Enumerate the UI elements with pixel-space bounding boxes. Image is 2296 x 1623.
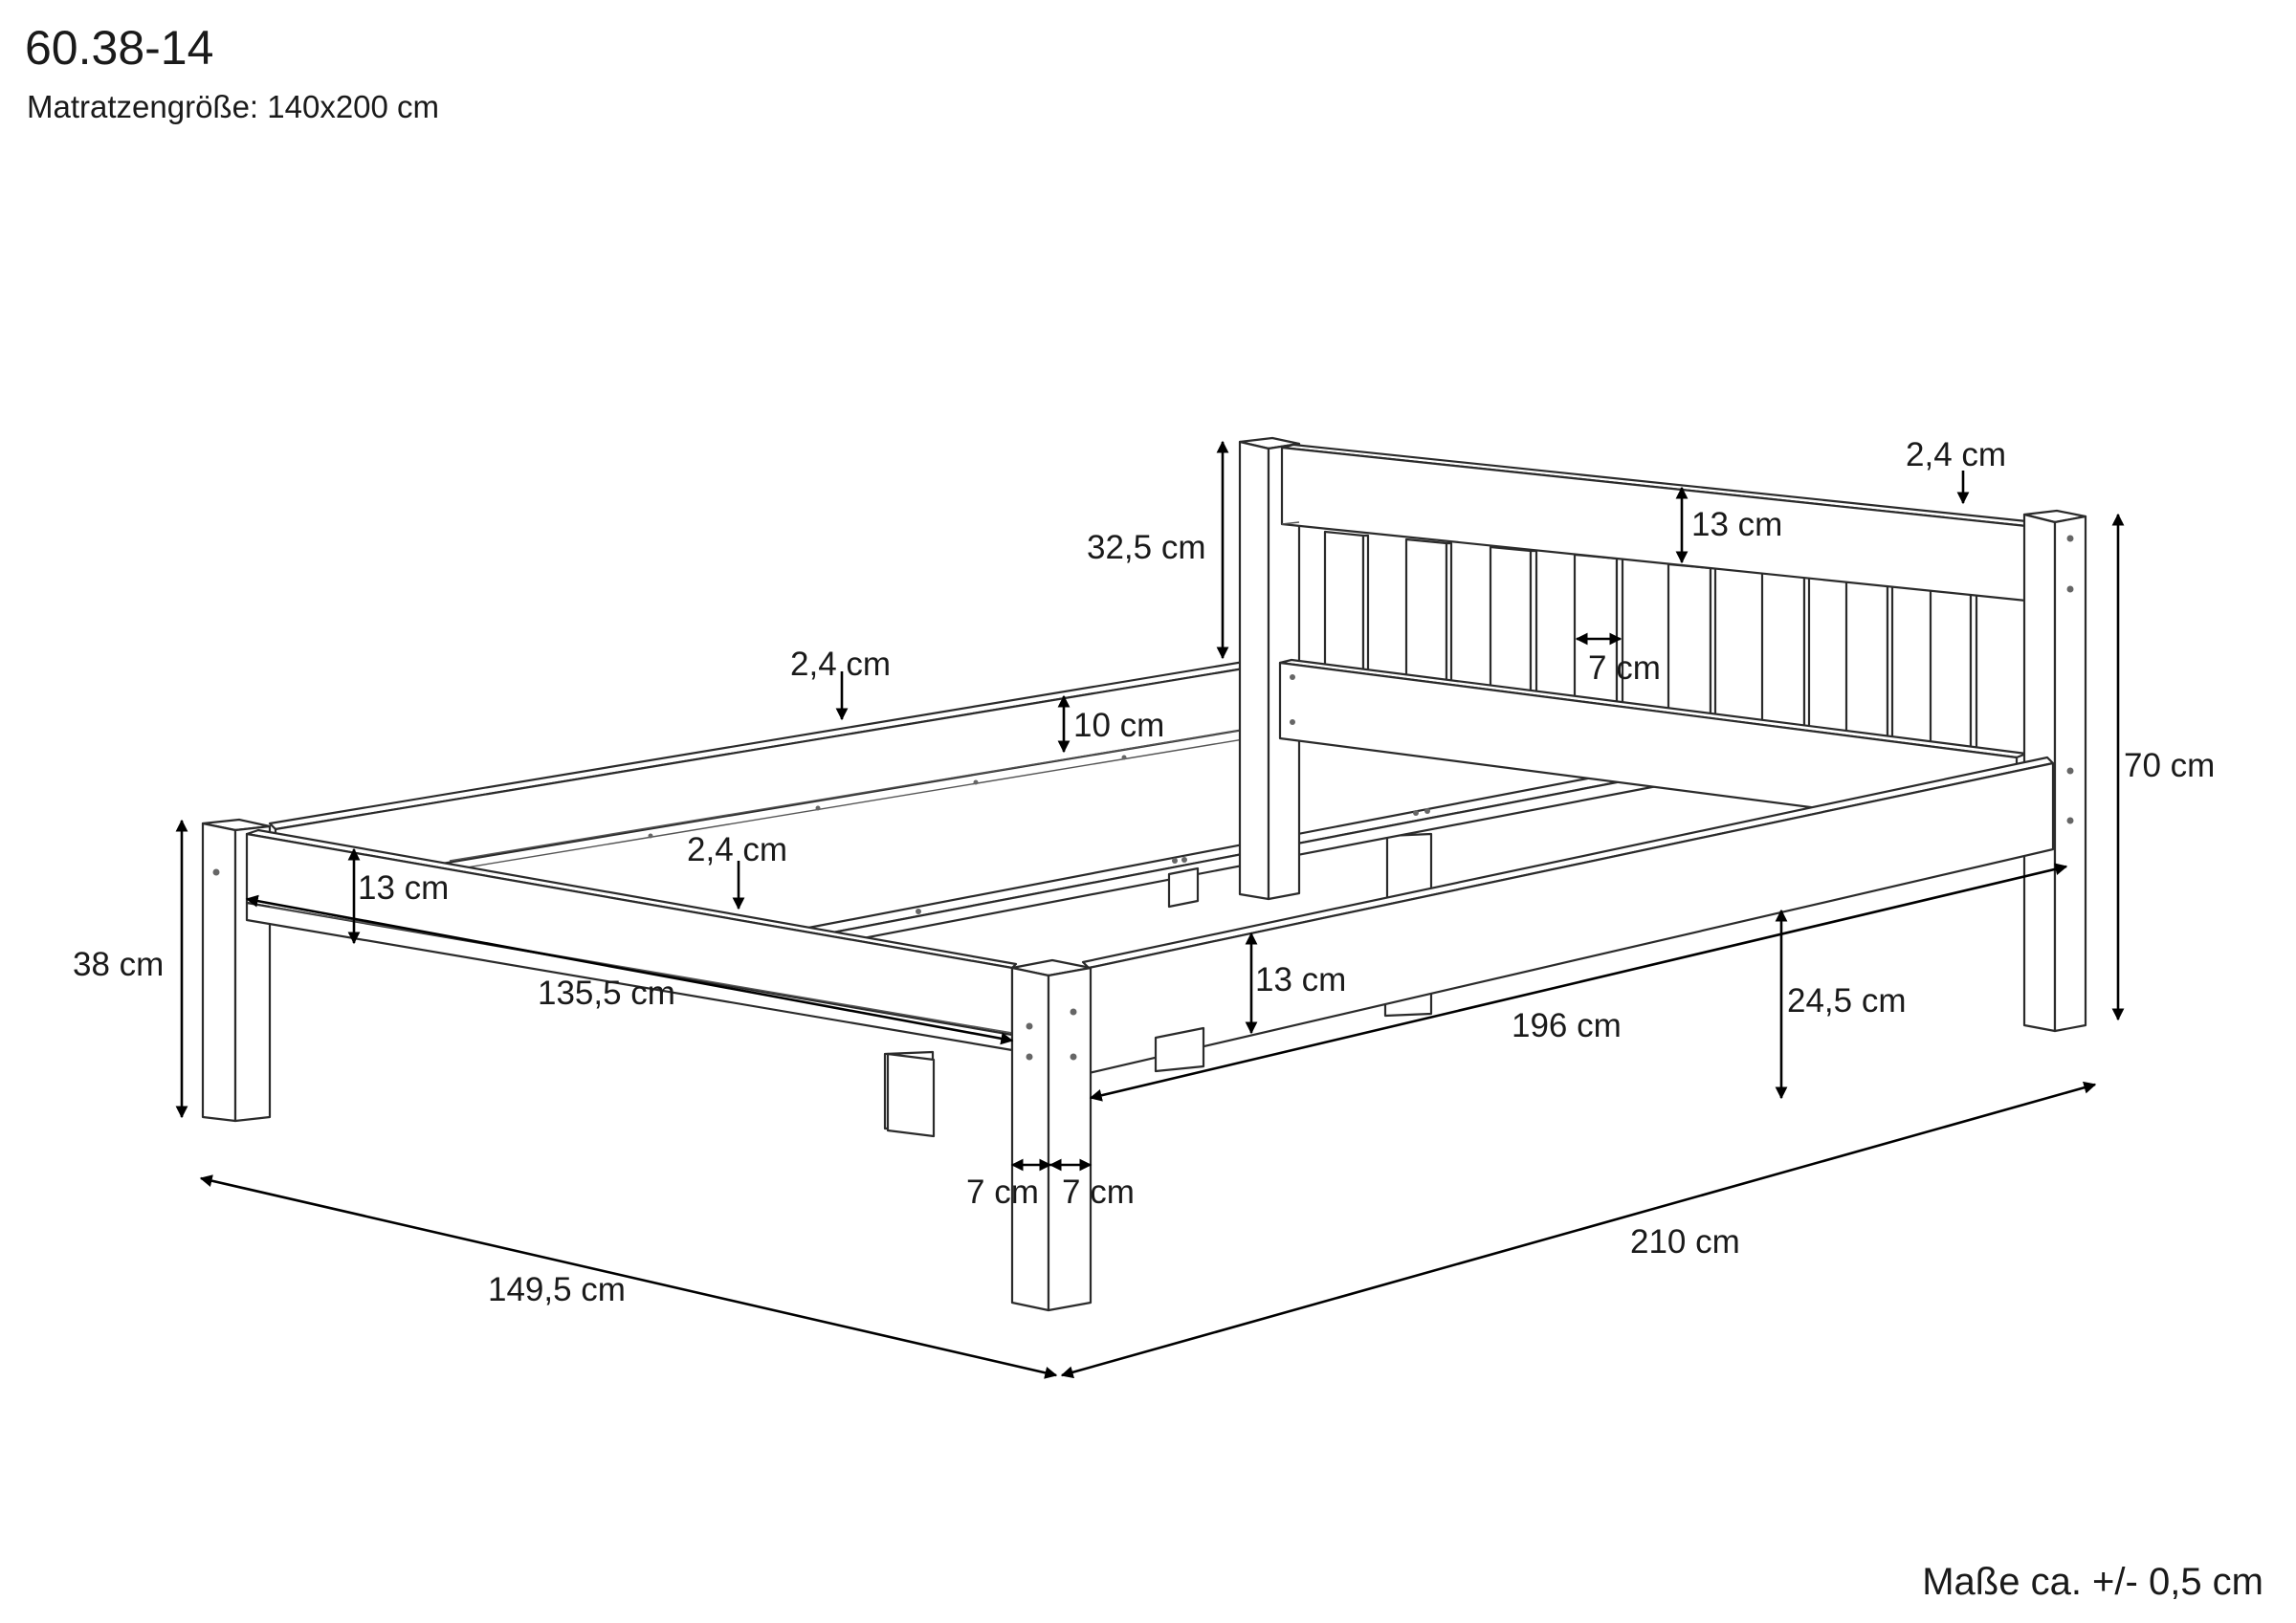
bed-frame xyxy=(201,436,2087,1312)
under-bed-height-label: 24,5 cm xyxy=(1787,982,1907,1020)
center-beam-thickness-label: 2,4 cm xyxy=(687,831,787,868)
foot-height-label: 38 cm xyxy=(73,946,164,983)
total-height-label: 70 cm xyxy=(2124,747,2215,784)
dimension-labels: 32,5 cm 2,4 cm 13 cm 7 cm 70 cm 2,4 cm 1… xyxy=(73,436,2215,1308)
front-corner-post xyxy=(1010,958,1093,1312)
leg-depth-label: 7 cm xyxy=(966,1173,1039,1211)
footboard xyxy=(245,828,1018,1052)
slat-width-label: 7 cm xyxy=(1588,649,1661,687)
dimension-lines xyxy=(175,440,2125,1379)
drawing-title: 60.38-14 xyxy=(25,21,214,75)
mattress-size-label: Matratzengröße: 140x200 cm xyxy=(27,89,440,124)
side-rail-thickness-label: 2,4 cm xyxy=(790,646,891,683)
headboard-board-height-label: 13 cm xyxy=(1691,506,1782,543)
total-length-label: 210 cm xyxy=(1630,1223,1740,1261)
headboard-top-height-label: 32,5 cm xyxy=(1087,529,1206,566)
long-rail-height-label: 13 cm xyxy=(1255,961,1346,998)
foot-board-height-label: 13 cm xyxy=(358,869,449,907)
left-side-rail xyxy=(268,658,1263,893)
footboard-center-leg xyxy=(886,1052,936,1138)
total-width-label: 149,5 cm xyxy=(488,1271,626,1308)
leg-width-label: 7 cm xyxy=(1062,1173,1135,1211)
inner-length-label: 196 cm xyxy=(1512,1007,1622,1044)
side-rail-height-label: 10 cm xyxy=(1073,707,1164,744)
tolerance-note: Maße ca. +/- 0,5 cm xyxy=(1922,1561,2263,1603)
headboard-board-thickness-label: 2,4 cm xyxy=(1906,436,2006,473)
inner-width-label: 135,5 cm xyxy=(538,975,675,1012)
